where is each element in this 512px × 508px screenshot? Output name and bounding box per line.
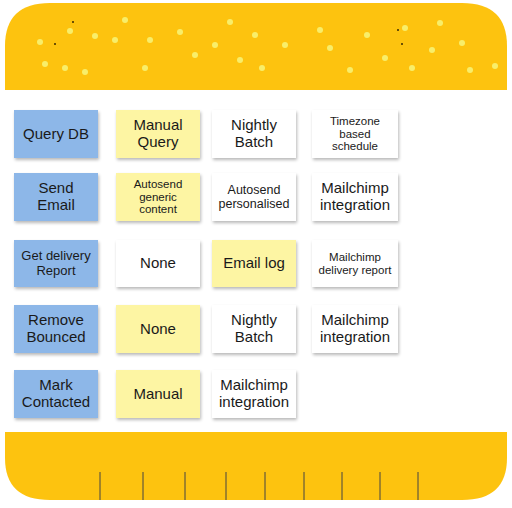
note-label: Mailchimp integration	[316, 312, 394, 346]
bottom-bun	[5, 432, 507, 500]
note-label: Manual	[133, 386, 182, 403]
activity-note: Send Email	[14, 173, 98, 221]
activity-note: Mark Contacted	[14, 370, 98, 418]
note-label: Mailchimp delivery report	[316, 251, 394, 277]
activity-note: Get delivery Report	[14, 240, 98, 287]
note-text-group: Nightly Batch	[223, 312, 285, 346]
note-label: Email log	[223, 255, 285, 272]
note-text-group: Query DB	[23, 126, 89, 143]
note-label: None	[140, 255, 176, 272]
specks	[54, 21, 403, 45]
option-note: Autosend personalised	[212, 173, 296, 221]
option-note: Manual Query	[116, 110, 200, 158]
note-label: Nightly Batch	[223, 117, 285, 151]
activity-note: Query DB	[14, 110, 98, 158]
note-label: None	[140, 321, 176, 338]
note-label: Get delivery Report	[18, 249, 94, 278]
note-label: Nightly Batch	[223, 312, 285, 346]
option-note: Mailchimp delivery report	[312, 240, 398, 287]
note-text-group: Nightly Batch	[223, 117, 285, 151]
sesame-seeds	[37, 17, 498, 75]
note-text-group: Mark Contacted	[20, 377, 92, 411]
note-text-group: Get delivery Report	[18, 249, 94, 278]
option-note: Nightly Batch	[212, 110, 296, 158]
note-text-group: Autosend generic content	[125, 178, 191, 217]
option-note: Email log	[212, 240, 296, 287]
note-text-group: Autosend personalised	[216, 183, 292, 211]
note-label: Send Email	[28, 180, 84, 214]
note-text-group: Manual	[133, 386, 182, 403]
note-label: Query DB	[23, 126, 89, 143]
top-bun	[5, 3, 507, 90]
option-note: Nightly Batch	[212, 305, 296, 353]
bun-ticks	[100, 472, 418, 500]
option-note: Mailchimp integration	[212, 370, 296, 418]
option-note: Mailchimp integration	[312, 305, 398, 353]
note-text-group: Send Email	[28, 180, 84, 214]
option-note: None	[116, 305, 200, 353]
note-label: Timezone based schedule	[322, 115, 388, 154]
note-text-group: None	[140, 321, 176, 338]
note-text-group: Mailchimp delivery report	[316, 251, 394, 277]
note-text-group: Mailchimp integration	[216, 377, 292, 411]
note-label: Mailchimp integration	[316, 180, 394, 214]
option-note: Mailchimp integration	[312, 173, 398, 221]
note-text-group: Timezone based schedule	[322, 115, 388, 154]
note-label: Autosend generic content	[125, 178, 191, 217]
note-label: Manual Query	[123, 117, 193, 151]
note-text-group: Remove Bounced	[20, 312, 92, 346]
note-label: Autosend personalised	[216, 183, 292, 211]
activity-note: Remove Bounced	[14, 305, 98, 353]
note-text-group: Manual Query	[123, 117, 193, 151]
note-text-group: Mailchimp integration	[316, 312, 394, 346]
note-text-group: None	[140, 255, 176, 272]
note-text-group: Email log	[223, 255, 285, 272]
note-label: Mark Contacted	[20, 377, 92, 411]
option-note: Autosend generic content	[116, 173, 200, 221]
option-note: None	[116, 240, 200, 287]
option-note: Timezone based schedule	[312, 110, 398, 158]
note-text-group: Mailchimp integration	[316, 180, 394, 214]
note-label: Remove Bounced	[20, 312, 92, 346]
option-note: Manual	[116, 370, 200, 418]
note-label: Mailchimp integration	[216, 377, 292, 411]
